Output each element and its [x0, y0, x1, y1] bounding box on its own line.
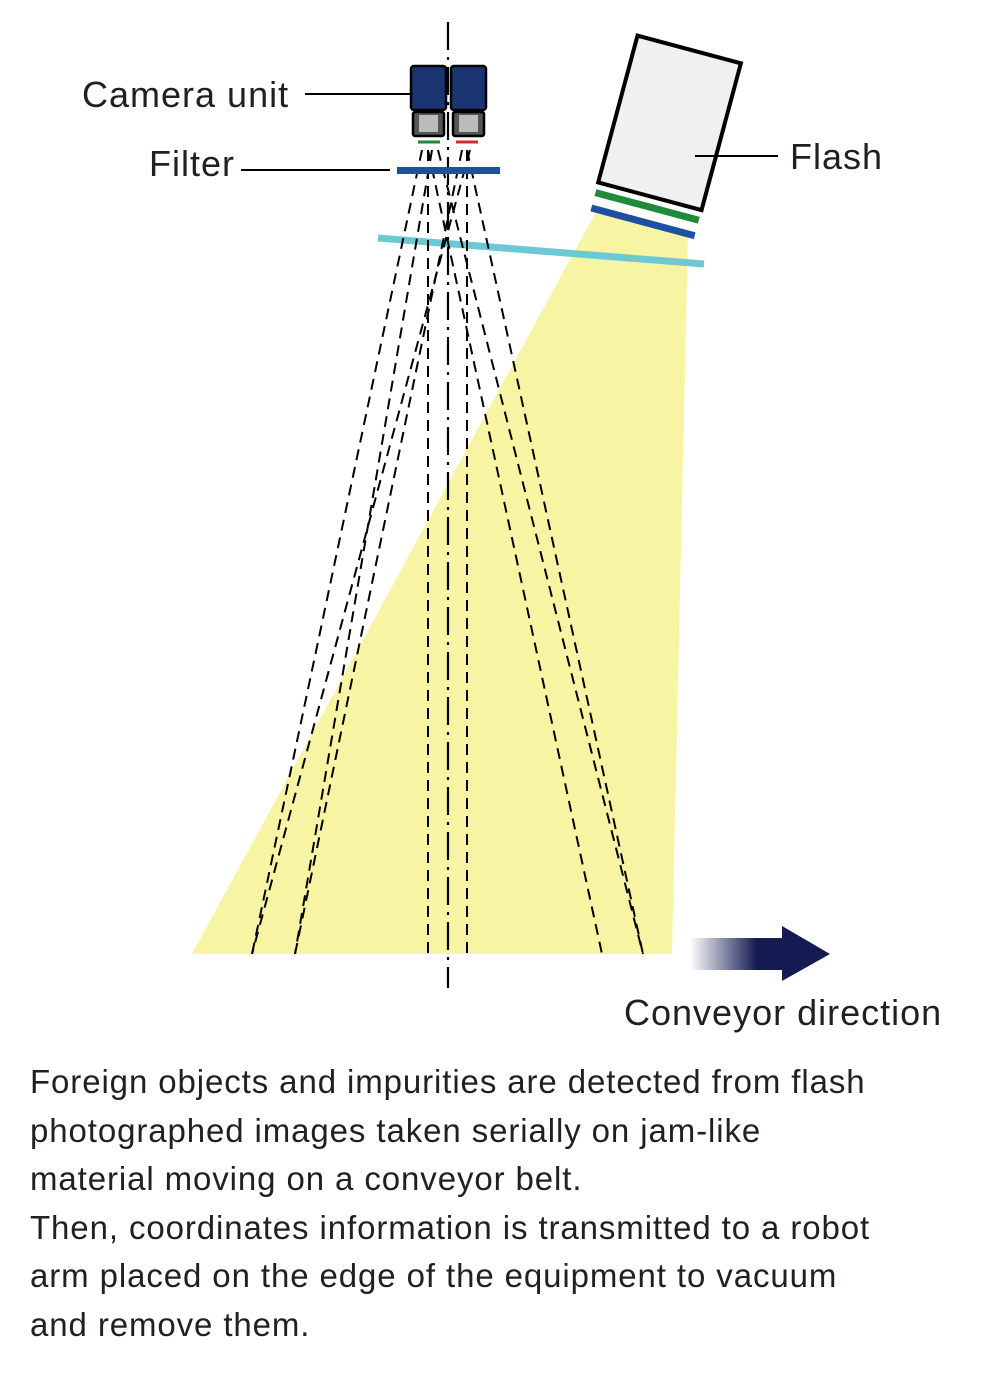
description-line: photographed images taken serially on ja… — [30, 1111, 762, 1149]
camera-unit-icon — [409, 64, 488, 144]
view-line-right-outer — [251, 149, 471, 955]
view-line-right-inner — [294, 149, 463, 955]
description-line: material moving on a conveyor belt. — [30, 1160, 583, 1197]
filter-label: Filter — [149, 143, 235, 184]
camera-body-right — [449, 64, 488, 112]
glass-plate — [377, 234, 705, 268]
description-text: Foreign objects and impurities are detec… — [30, 1058, 990, 1349]
view-line-cross-b — [437, 149, 644, 955]
arrow-right-gradient-icon — [690, 926, 830, 981]
flash-filter-green — [594, 189, 700, 224]
description-line: Then, coordinates information is transmi… — [30, 1208, 871, 1246]
description-line: arm placed on the edge of the equipment … — [30, 1257, 838, 1294]
description-line: and remove them. — [30, 1305, 311, 1343]
inspection-diagram: Camera unit Filter Flash Conveyor direct… — [82, 22, 942, 1033]
view-line-right-cross — [466, 149, 644, 955]
flash-label: Flash — [790, 136, 883, 177]
filter-bar — [397, 167, 500, 174]
camera-view-lines — [251, 149, 644, 955]
camera-unit-label: Camera unit — [82, 74, 289, 115]
flash-light-beam — [192, 208, 688, 954]
flash-filter-blue — [590, 204, 696, 240]
conveyor-direction-label: Conveyor direction — [624, 992, 942, 1033]
view-line-left-outer — [251, 149, 423, 955]
view-line-left-inner — [294, 149, 433, 955]
description-line: Foreign objects and impurities are detec… — [30, 1063, 866, 1100]
flash-body — [595, 33, 744, 213]
flash-icon — [590, 33, 744, 240]
camera-body-left — [409, 64, 448, 112]
view-line-cross-a — [427, 149, 603, 955]
